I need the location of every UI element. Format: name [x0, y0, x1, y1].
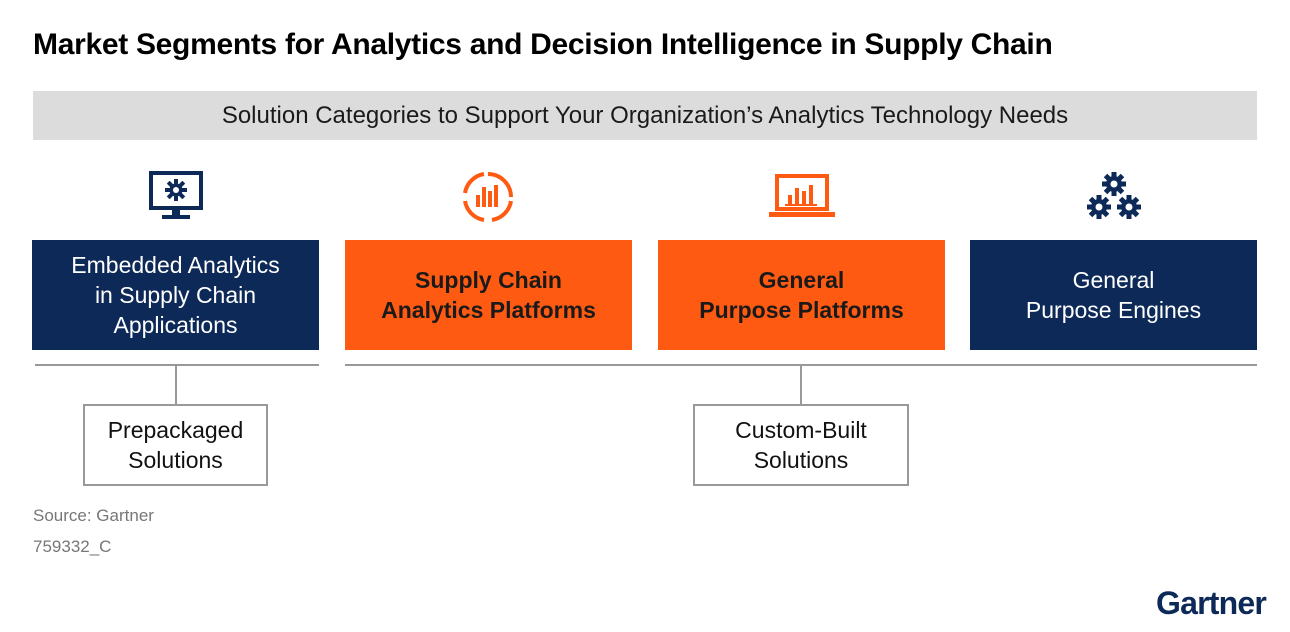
category-banner: Solution Categories to Support Your Orga… — [33, 91, 1257, 140]
segment-label: General Purpose Platforms — [699, 267, 904, 323]
custom-built-connector — [800, 366, 802, 404]
segment-label: Embedded Analytics in Supply Chain Appli… — [71, 252, 280, 338]
segment-label: General Purpose Engines — [1025, 267, 1202, 323]
group-prepackaged-solutions: Prepackaged Solutions — [83, 404, 268, 486]
document-id: 759332_C — [33, 537, 112, 556]
gears-icon — [1087, 172, 1141, 219]
source-note: Source: Gartner — [33, 506, 154, 525]
laptop-bar-chart-icon — [769, 174, 835, 217]
group-custom-built-solutions: Custom-Built Solutions — [693, 404, 909, 486]
segment-label: Supply Chain Analytics Platforms — [381, 267, 596, 323]
segment-general-purpose-platforms: General Purpose Platforms — [658, 240, 945, 350]
monitor-gear-icon — [149, 171, 203, 219]
custom-built-bracket-line — [345, 364, 1257, 366]
prepackaged-bracket-line — [35, 364, 319, 366]
banner-text: Solution Categories to Support Your Orga… — [221, 101, 1069, 129]
group-label: Prepackaged Solutions — [107, 417, 244, 473]
diagram-title: Market Segments for Analytics and Decisi… — [33, 28, 1053, 61]
group-label: Custom-Built Solutions — [735, 417, 867, 473]
gartner-logo: Gartner — [1156, 585, 1267, 621]
circular-bar-chart-icon — [463, 172, 513, 222]
segment-embedded-analytics: Embedded Analytics in Supply Chain Appli… — [32, 240, 319, 350]
segment-general-purpose-engines: General Purpose Engines — [970, 240, 1257, 350]
segment-supply-chain-analytics-platforms: Supply Chain Analytics Platforms — [345, 240, 632, 350]
prepackaged-connector — [175, 366, 177, 404]
